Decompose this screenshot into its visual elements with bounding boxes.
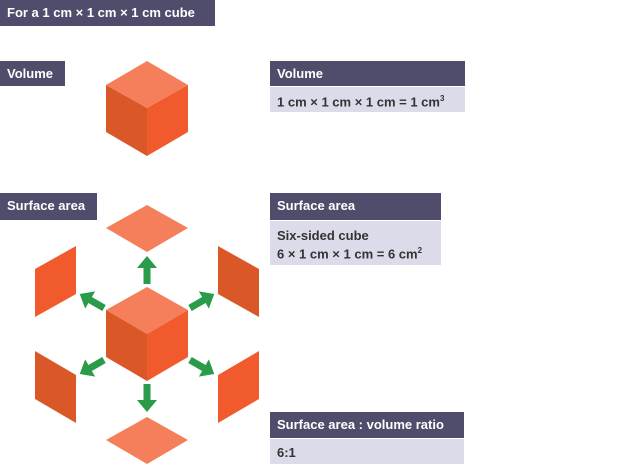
face-top — [106, 205, 188, 252]
ratio-panel-body: 6:1 — [270, 439, 464, 464]
surface-area-label: Surface area — [0, 193, 97, 220]
page-title: For a 1 cm × 1 cm × 1 cm cube — [0, 0, 215, 26]
surface-line2: 6 × 1 cm × 1 cm = 6 cm — [277, 246, 418, 262]
surface-area-panel-body: Six-sided cube 6 × 1 cm × 1 cm = 6 cm2 — [270, 221, 441, 265]
volume-label: Volume — [0, 61, 65, 86]
volume-panel-body: 1 cm × 1 cm × 1 cm = 1 cm3 — [270, 87, 465, 112]
arrow-down-left-icon — [74, 351, 109, 383]
face-left-bottom — [35, 351, 76, 423]
surface-cube — [106, 287, 188, 381]
surface-exponent: 2 — [417, 246, 423, 255]
surface-area-panel-title: Surface area — [270, 193, 441, 220]
arrow-up-icon — [137, 256, 157, 284]
volume-panel-title: Volume — [270, 61, 465, 86]
face-right-bottom — [218, 351, 259, 423]
face-left-top — [35, 246, 76, 317]
ratio-panel-title: Surface area : volume ratio — [270, 412, 464, 438]
arrow-down-right-icon — [185, 351, 220, 383]
arrow-up-right-icon — [185, 285, 220, 317]
face-bottom — [106, 417, 188, 464]
volume-formula: 1 cm × 1 cm × 1 cm = 1 cm — [277, 94, 440, 110]
arrow-up-left-icon — [74, 285, 109, 317]
arrow-down-icon — [137, 384, 157, 412]
face-right-top — [218, 246, 259, 317]
volume-cube — [106, 61, 188, 156]
volume-exponent: 3 — [439, 94, 445, 103]
surface-line1: Six-sided cube — [277, 228, 369, 243]
